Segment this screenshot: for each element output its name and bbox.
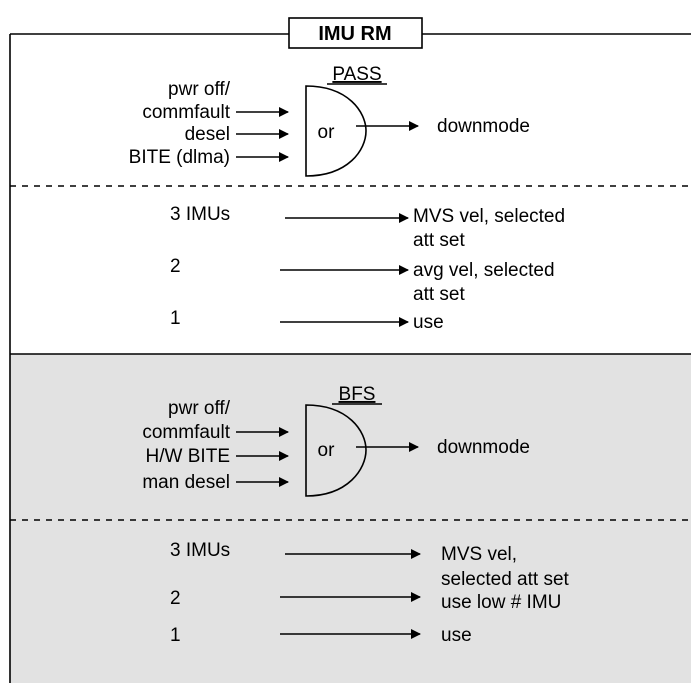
pass-output: downmode [437, 116, 530, 137]
bfs-section [10, 354, 691, 683]
bfs-row-3-count: 3 IMUs [170, 540, 230, 561]
bfs-input-1: pwr off/ [168, 398, 231, 419]
bfs-heading: BFS [339, 384, 376, 405]
pass-heading: PASS [332, 64, 381, 85]
bfs-row-3-result-2: selected att set [441, 569, 570, 590]
title: IMU RM [318, 23, 391, 45]
title-box [288, 17, 423, 49]
bfs-row-2-result-1: use low # IMU [441, 592, 561, 613]
pass-or-gate [305, 85, 367, 177]
pass-input-2: commfault [142, 102, 230, 123]
bfs-row-1-result-1: use [441, 625, 472, 646]
pass-row-1-result-1: use [413, 312, 444, 333]
pass-row-2-result-2: att set [413, 284, 465, 305]
bfs-row-1-count: 1 [170, 625, 181, 646]
bfs-or-label: or [318, 440, 336, 461]
pass-row-2-result-1: avg vel, selected [413, 260, 555, 281]
bfs-input-3: H/W BITE [146, 446, 230, 467]
pass-or-label: or [318, 122, 336, 143]
bfs-input-2: commfault [142, 422, 230, 443]
pass-input-3: desel [185, 124, 230, 145]
pass-section [10, 34, 691, 354]
bfs-row-2-count: 2 [170, 588, 181, 609]
bfs-output: downmode [437, 437, 530, 458]
pass-row-1-count: 1 [170, 308, 181, 329]
pass-row-3-count: 3 IMUs [170, 204, 230, 225]
bfs-input-4: man desel [142, 472, 230, 493]
bfs-or-gate [305, 404, 367, 497]
pass-row-3-result-1: MVS vel, selected [413, 206, 565, 227]
pass-input-1: pwr off/ [168, 79, 231, 100]
pass-row-3-result-2: att set [413, 230, 465, 251]
bfs-row-3-result-1: MVS vel, [441, 544, 517, 565]
pass-input-4: BITE (dlma) [129, 147, 230, 168]
pass-row-2-count: 2 [170, 256, 181, 277]
